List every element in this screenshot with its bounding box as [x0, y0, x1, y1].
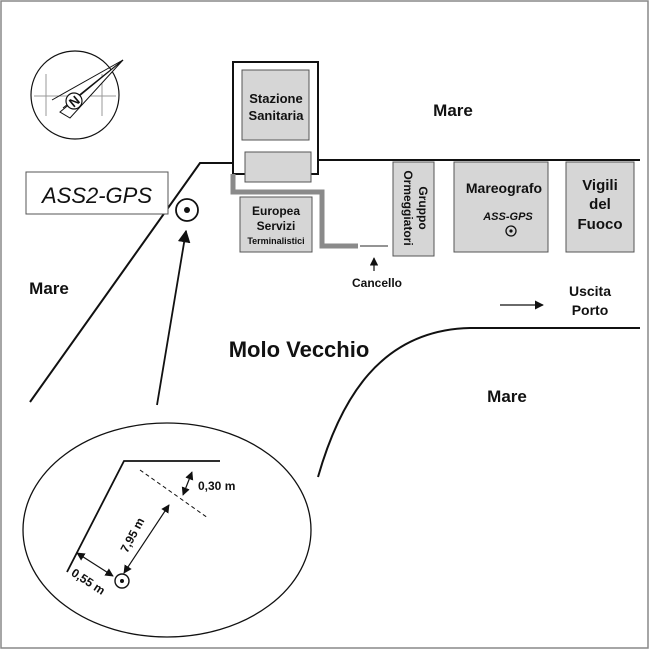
detail-ellipse: [22, 422, 312, 638]
dimension-arrow-055: [76, 552, 114, 577]
detail-gps-marker-icon: [114, 573, 130, 589]
mare-label-west: Mare: [29, 279, 69, 298]
detail-wall-corner: [66, 460, 220, 573]
europea-label-line2: Servizi: [257, 219, 296, 233]
gps-marker-icon: [175, 198, 199, 222]
coastline-harbour: [317, 327, 640, 478]
building-mareografo: [453, 161, 549, 253]
building-gruppo-ormeggiatori: [392, 161, 435, 257]
vigili-label-line2: del: [589, 196, 611, 213]
station-tag-box: [25, 171, 169, 215]
boundary-wall: [230, 174, 358, 249]
dimension-label-030: 0,30 m: [198, 479, 235, 493]
vigili-label-line3: Fuoco: [578, 216, 623, 233]
building-annex: [244, 151, 312, 183]
stazione-label-line1: Stazione: [249, 91, 302, 106]
uscita-label-line1: Uscita: [569, 283, 611, 299]
mareografo-gps-label: ASS-GPS: [482, 211, 533, 223]
station-tag-label: ASS2-GPS: [40, 183, 152, 208]
building-europea-servizi: [239, 196, 313, 253]
europea-label-line3: Terminalistici: [247, 236, 304, 246]
dimension-arrow-795: [123, 504, 170, 574]
detail-pointer-arrow: [156, 229, 191, 406]
molo-vecchio-label: Molo Vecchio: [229, 337, 370, 362]
compass-rose-icon: N: [30, 50, 124, 140]
mare-label-north: Mare: [433, 101, 473, 120]
stazione-label-line2: Sanitaria: [249, 108, 305, 123]
mareografo-label: Mareografo: [466, 180, 542, 196]
dimension-arrow-030: [181, 471, 194, 496]
mare-label-south: Mare: [487, 387, 527, 406]
building-vigili-del-fuoco: [565, 161, 635, 253]
vigili-label-line1: Vigili: [582, 177, 618, 194]
building-stazione-sanitaria: [241, 69, 310, 141]
tide-gauge-gps-icon: [505, 225, 517, 237]
coastline-west: [29, 162, 232, 403]
detail-inset: 0,30 m 7,95 m 0,55 m: [22, 422, 312, 638]
gruppo-label-line1: Gruppo: [416, 186, 430, 229]
europea-label-line1: Europea: [252, 204, 300, 218]
uscita-label-line2: Porto: [572, 302, 609, 318]
cancello-label: Cancello: [352, 276, 402, 290]
gruppo-label-line2: Ormeggiatori: [401, 170, 415, 245]
